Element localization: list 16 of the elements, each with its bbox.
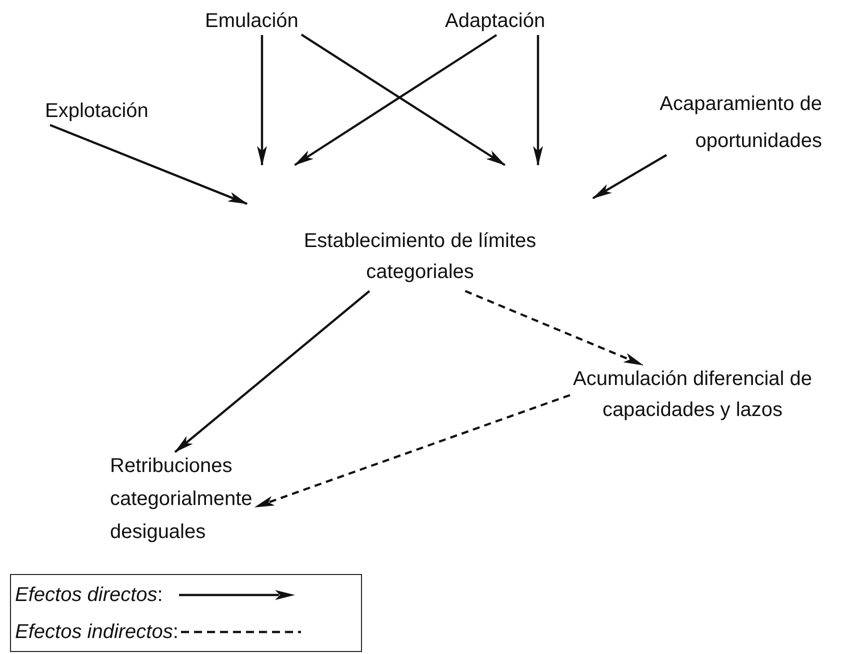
arrow xyxy=(174,290,370,453)
concept-label: Retribuciones categorialmente desiguales xyxy=(110,450,310,549)
concept-label: Acaparamiento de oportunidades xyxy=(600,86,822,160)
concept-label: Explotación xyxy=(45,96,148,127)
concept-label: Adaptación xyxy=(445,6,546,37)
concept-label: Acumulación diferencial de capacidades y lazos xyxy=(550,364,835,426)
concept-label: Establecimiento de límites categoriales xyxy=(250,168,590,288)
legend-label: Efectos indirectos: xyxy=(15,620,178,644)
arrow xyxy=(50,124,248,205)
arrow xyxy=(533,35,543,166)
arrow xyxy=(257,35,267,166)
dashed-arrow xyxy=(464,290,644,366)
concept-label: Emulación xyxy=(205,6,298,37)
dashed-arrow xyxy=(254,394,570,508)
legend-label: Efectos directos: xyxy=(15,584,163,606)
arrow xyxy=(592,154,668,200)
